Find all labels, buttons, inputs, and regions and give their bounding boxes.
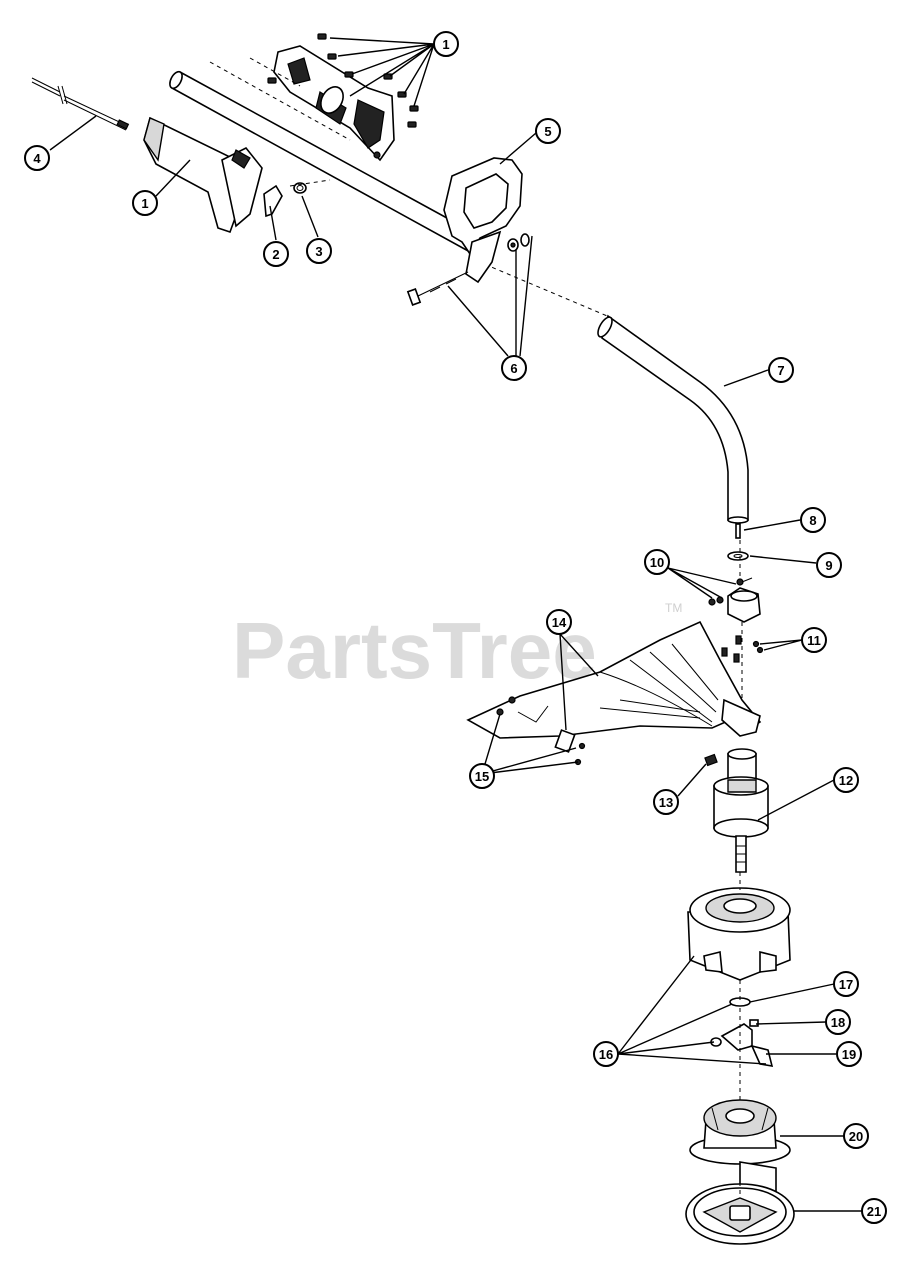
callout-label: 20 [849, 1129, 863, 1144]
part-head-housing [687, 887, 791, 981]
callout-label: 19 [842, 1047, 856, 1062]
callout-label: 1 [442, 37, 449, 52]
callout-19: 19 [836, 1041, 862, 1067]
part-eyelet-tab [710, 1019, 774, 1067]
callout-label: 1 [141, 196, 148, 211]
watermark-trademark: TM [665, 601, 682, 615]
callout-12: 12 [833, 767, 859, 793]
callout-13: 13 [653, 789, 679, 815]
callout-label: 4 [33, 151, 41, 166]
callout-6: 6 [501, 355, 527, 381]
part-set-screw [704, 753, 718, 767]
watermark: PartsTree TM [232, 601, 682, 695]
part-assist-handle [443, 157, 523, 284]
watermark-brand: PartsTree [232, 606, 597, 695]
callout-7: 7 [768, 357, 794, 383]
part-throttle-cable [31, 77, 130, 131]
callout-8: 8 [800, 507, 826, 533]
part-guard [466, 620, 762, 739]
callout-label: 17 [839, 977, 853, 992]
callout-label: 5 [544, 124, 551, 139]
callout-label: 9 [825, 558, 832, 573]
callout-label: 6 [510, 361, 517, 376]
callout-20: 20 [843, 1123, 869, 1149]
callout-label: 21 [867, 1204, 881, 1219]
callout-9: 9 [816, 552, 842, 578]
callout-2: 2 [263, 241, 289, 267]
callout-label: 15 [475, 769, 489, 784]
callout-1-lower: 1 [132, 190, 158, 216]
callout-label: 7 [777, 363, 784, 378]
callout-3: 3 [306, 238, 332, 264]
callout-label: 18 [831, 1015, 845, 1030]
callout-21: 21 [861, 1198, 887, 1224]
part-handle-shell [273, 45, 395, 162]
callout-17: 17 [833, 971, 859, 997]
part-pin [735, 523, 741, 539]
callout-11: 11 [801, 627, 827, 653]
callout-4: 4 [24, 145, 50, 171]
part-drive-head [713, 748, 769, 873]
callout-18: 18 [825, 1009, 851, 1035]
part-handle-housing [143, 116, 263, 234]
leader-lines [49, 37, 862, 1212]
part-lower-shaft [597, 314, 749, 524]
part-spool [689, 1099, 791, 1165]
callout-label: 8 [809, 513, 816, 528]
part-handle-bolt [406, 233, 530, 306]
alignment-lines-lower [739, 540, 743, 1196]
callout-label: 2 [272, 247, 279, 262]
part-trigger [263, 184, 283, 218]
part-cover [685, 1161, 795, 1245]
callout-label: 16 [599, 1047, 613, 1062]
callout-label: 10 [650, 555, 664, 570]
callout-label: 12 [839, 773, 853, 788]
part-guard-screws [752, 640, 764, 654]
part-washer [727, 551, 749, 561]
callout-label: 3 [315, 244, 322, 259]
callout-16: 16 [593, 1041, 619, 1067]
callout-10: 10 [644, 549, 670, 575]
callout-label: 14 [552, 615, 567, 630]
part-spring [293, 182, 307, 194]
callout-14: 14 [546, 609, 572, 635]
part-clamp [708, 577, 761, 623]
callout-label: 13 [659, 795, 673, 810]
callout-label: 11 [807, 633, 821, 648]
callout-15: 15 [469, 763, 495, 789]
callout-5: 5 [535, 118, 561, 144]
callout-1-upper: 1 [433, 31, 459, 57]
alignment-lines-upper [209, 57, 613, 319]
